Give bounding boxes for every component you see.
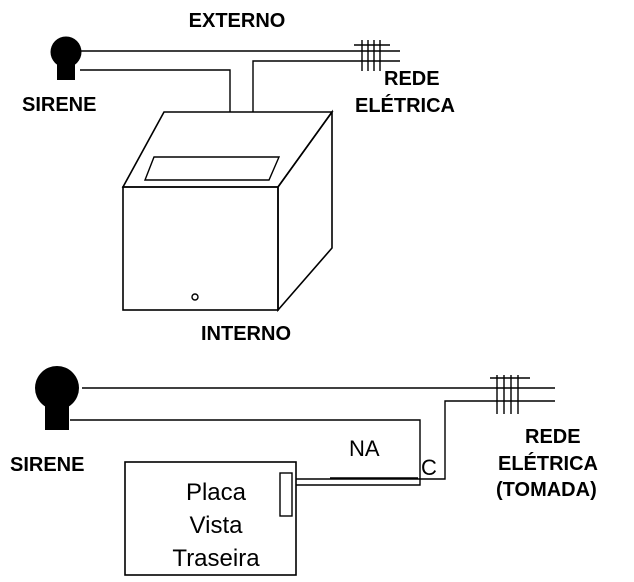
relay-common-label: C (421, 455, 437, 480)
led-indicator (191, 293, 199, 301)
title-externo: EXTERNO (189, 10, 286, 32)
relay-connector (279, 472, 293, 517)
mains-label-bottom-3: (TOMADA) (496, 479, 597, 501)
siren-label-top: SIRENE (22, 94, 96, 116)
mains-label-top-1: REDE (384, 68, 440, 90)
relay-no-label: NA (349, 436, 380, 461)
bottom-wires (70, 387, 555, 486)
siren-icon (50, 36, 82, 80)
mains-label-top-2: ELÉTRICA (355, 94, 455, 117)
board-rear-view (124, 461, 297, 576)
siren-icon (35, 366, 79, 430)
board-label-1: Placa (186, 479, 247, 506)
siren-label-bottom: SIRENE (10, 454, 84, 476)
box-label-interno: INTERNO (201, 323, 291, 345)
mains-plug-icon (490, 375, 530, 414)
control-box (121, 109, 334, 313)
top-wires (80, 50, 400, 112)
display-window (143, 156, 281, 181)
mains-plug-icon (354, 40, 390, 71)
mains-label-bottom-2: ELÉTRICA (498, 452, 598, 475)
board-label-3: Traseira (172, 545, 260, 572)
board-label-2: Vista (190, 512, 244, 539)
mains-label-bottom-1: REDE (525, 426, 581, 448)
